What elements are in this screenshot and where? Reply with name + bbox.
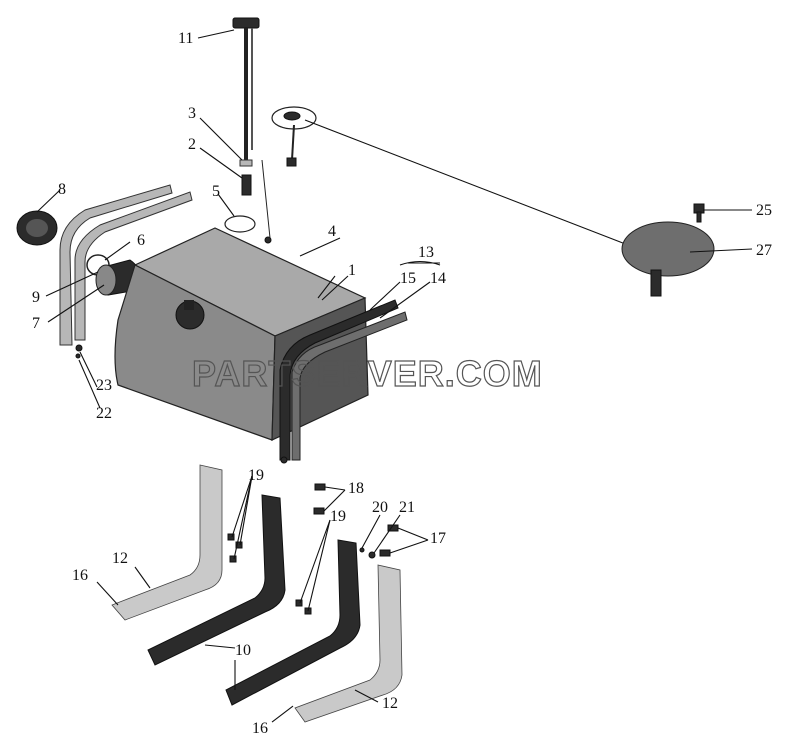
cable-line [304,119,629,246]
label-9: 9 [32,289,40,306]
tank-strap-right [279,299,408,464]
label-16-right: 16 [252,720,268,737]
label-16-left: 16 [72,567,88,584]
part-number-labels: 11 3 2 5 4 1 13 15 14 8 6 9 7 23 22 25 2… [32,30,772,737]
label-15: 15 [400,270,416,287]
label-1: 1 [348,262,356,279]
label-3: 3 [188,105,196,122]
label-13: 13 [418,244,434,261]
sender-cover-disk [271,106,317,167]
tank-cap-27 [621,221,715,297]
label-17: 17 [430,530,446,547]
label-2: 2 [188,136,196,153]
mount-pad-12-left [111,464,223,621]
gasket-5 [224,215,256,233]
fuel-level-sender [232,17,260,160]
bolts-17 [359,524,399,559]
label-19-left: 19 [248,467,264,484]
label-21: 21 [399,499,415,516]
bracket-10-right [225,539,361,706]
bracket-10-left [147,494,286,666]
label-20: 20 [372,499,388,516]
bolt-25 [693,203,705,223]
label-12-left: 12 [112,550,128,567]
label-22: 22 [96,405,112,422]
bolts-18 [313,483,326,515]
label-18: 18 [348,480,364,497]
mount-pad-12-right [294,564,403,723]
label-19-right: 19 [330,508,346,525]
label-4: 4 [328,223,336,240]
label-14: 14 [430,270,446,287]
label-25: 25 [756,202,772,219]
label-23: 23 [96,377,112,394]
sender-seal-parts [239,159,253,196]
watermark-text: PARTSERVER.COM [192,353,543,394]
leader-lines [36,29,753,723]
label-8: 8 [58,181,66,198]
label-11: 11 [178,30,193,47]
label-7: 7 [32,315,40,332]
left-strap-upper [59,184,193,359]
bolts-19-left [227,533,243,563]
fuel-tank-1 [114,159,369,441]
label-12-right: 12 [382,695,398,712]
filler-cap-8 [16,210,58,246]
label-6: 6 [137,232,145,249]
label-10: 10 [235,642,251,659]
label-5: 5 [212,183,220,200]
label-13-brace [399,260,441,266]
label-27: 27 [756,242,772,259]
